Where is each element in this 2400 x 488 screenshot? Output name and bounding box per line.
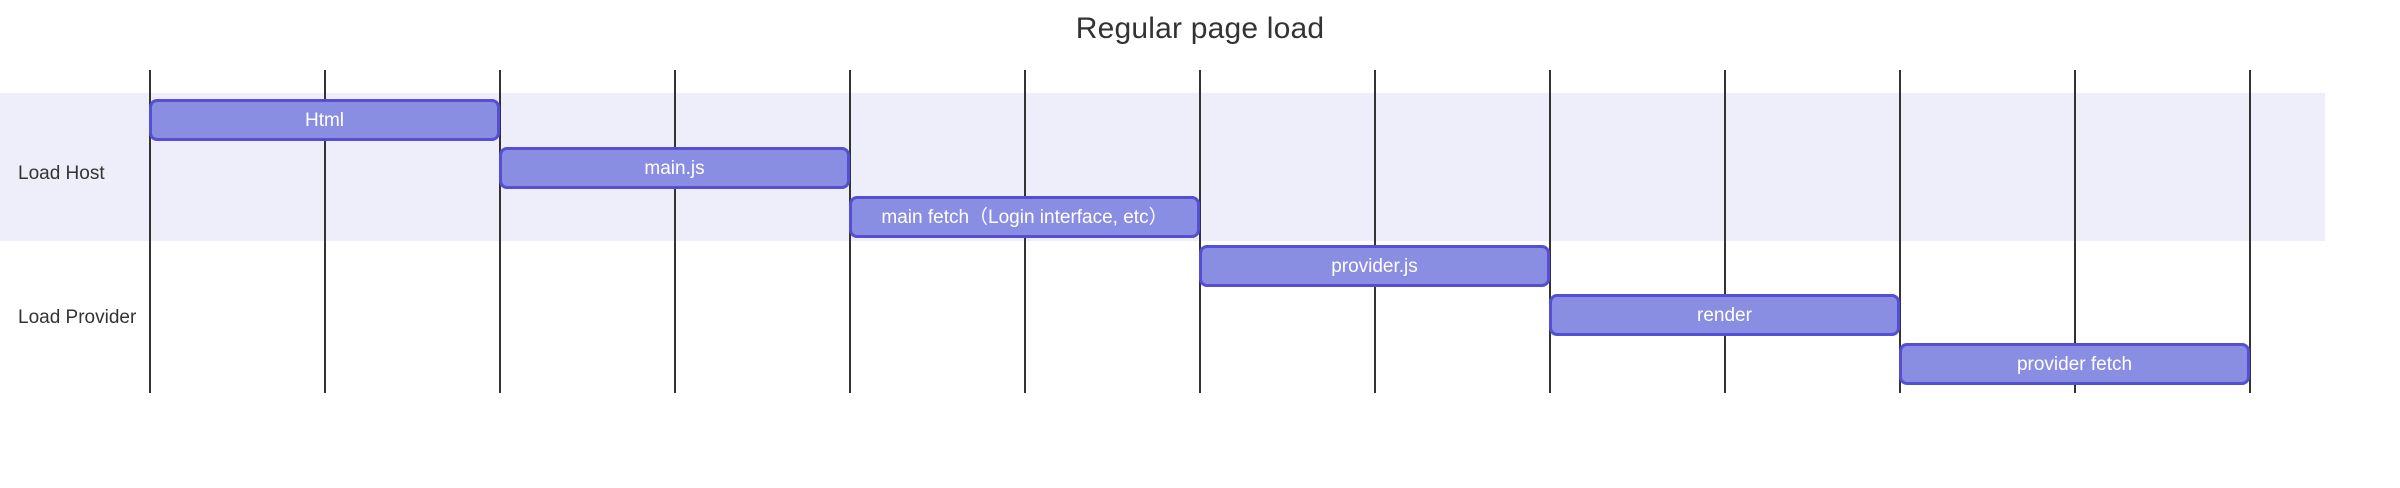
section-label-load-provider: Load Provider [18, 307, 137, 328]
task-bar-provider-fetch[interactable]: provider fetch [1899, 343, 2250, 385]
grid-line [1724, 70, 1726, 393]
grid-line [1374, 70, 1376, 393]
grid-line [2074, 70, 2076, 393]
grid-line [149, 70, 151, 393]
chart-title: Regular page load [1075, 12, 1325, 45]
grid-line [324, 70, 326, 393]
task-bar-render[interactable]: render [1549, 294, 1900, 336]
section-label-load-host: Load Host [18, 163, 105, 184]
grid-line [1549, 70, 1551, 393]
grid-line [499, 70, 501, 393]
task-bar-label: main.js [644, 157, 705, 179]
grid-line [674, 70, 676, 393]
task-bar-main-fetch[interactable]: main fetch（Login interface, etc） [849, 196, 1200, 238]
task-bar-label: provider.js [1331, 255, 1418, 277]
task-bar-main-js[interactable]: main.js [499, 147, 850, 189]
task-bar-label: Html [304, 109, 345, 131]
grid-line [1199, 70, 1201, 393]
task-bar-label: render [1697, 304, 1752, 326]
grid-line [2249, 70, 2251, 393]
grid-line [1899, 70, 1901, 393]
task-bar-html[interactable]: Html [149, 99, 500, 141]
task-bar-provider-js[interactable]: provider.js [1199, 245, 1550, 287]
task-bar-label: main fetch（Login interface, etc） [881, 206, 1168, 228]
task-bar-label: provider fetch [2016, 353, 2133, 375]
